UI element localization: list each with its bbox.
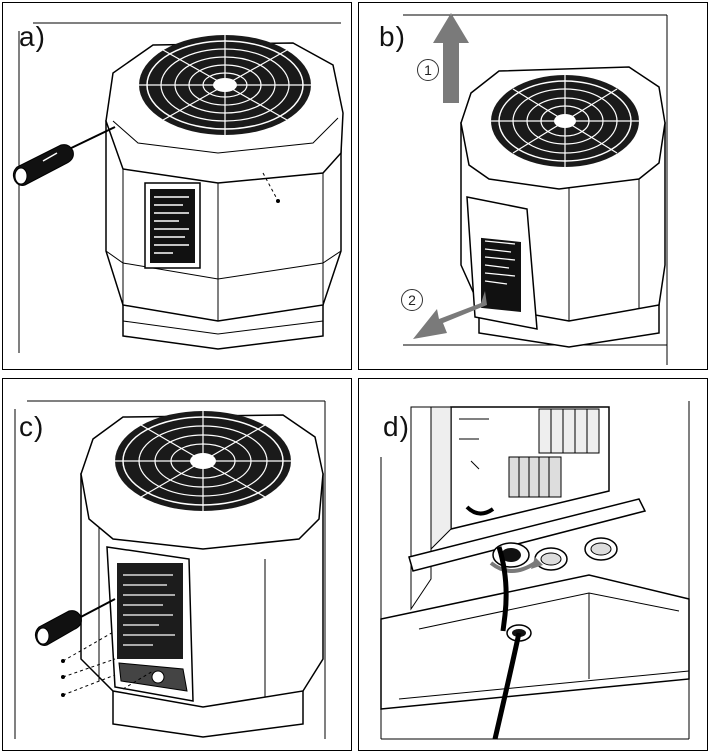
nameplate	[144, 182, 201, 269]
terminal-block	[508, 408, 600, 498]
panel-a-label: a)	[19, 21, 46, 52]
fan-grille-icon	[115, 411, 291, 511]
screwdriver-icon	[12, 126, 116, 186]
panel-d: d)	[358, 378, 708, 751]
rotate-arrow-icon	[489, 557, 543, 573]
up-arrow-icon	[433, 13, 469, 103]
cable-gland	[492, 537, 618, 571]
step-number-1: 1	[417, 59, 439, 81]
screwdriver-icon	[34, 598, 116, 646]
panel-c-label: c)	[19, 411, 45, 442]
panel-d-label: d)	[383, 411, 410, 442]
panel-b: b)	[358, 2, 708, 370]
heat-pump-closed-illustration	[12, 22, 344, 353]
fan-grille-icon	[139, 35, 311, 135]
panel-c: c)	[2, 378, 352, 751]
pull-arrow-icon	[413, 291, 487, 339]
electrical-connection-illustration	[380, 401, 690, 740]
panel-a: a)	[2, 2, 352, 370]
panel-b-label: b)	[379, 21, 406, 52]
heat-pump-screws-illustration	[14, 400, 326, 739]
fan-grille-icon	[491, 75, 639, 167]
step-number-2: 2	[401, 289, 423, 311]
heat-pump-panel-removal-illustration	[403, 13, 668, 365]
